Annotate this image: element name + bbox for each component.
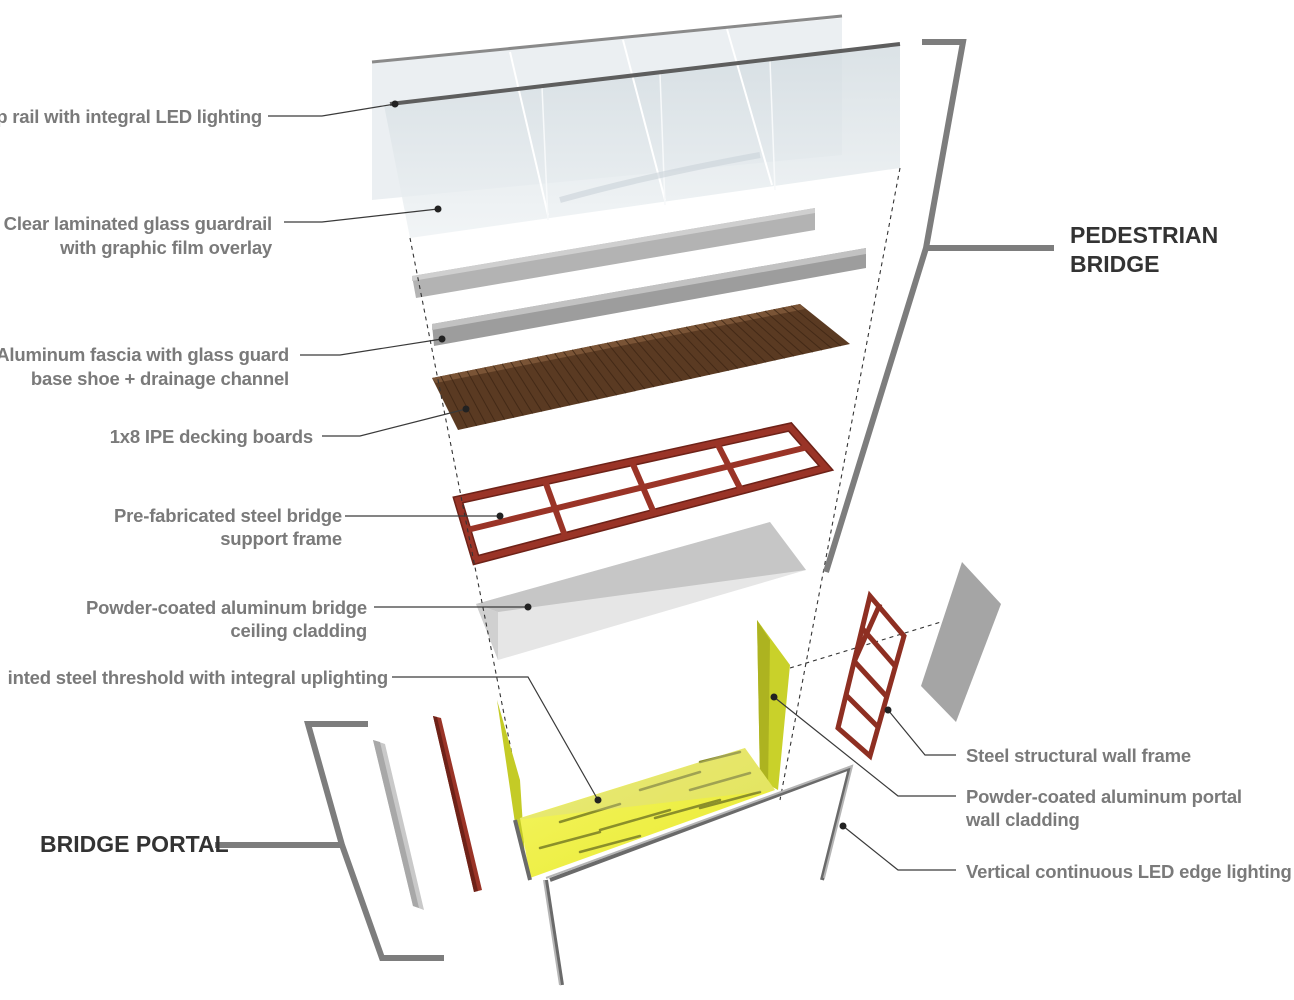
- label-portal-cladding-line2: wall cladding: [965, 809, 1080, 830]
- component-labels: p rail with integral LED lighting Clear …: [0, 106, 1292, 882]
- right-glass-panel: [921, 562, 1001, 722]
- label-ceiling-line1: Powder-coated aluminum bridge: [86, 597, 367, 618]
- portal-steel-frame: [513, 748, 853, 986]
- ipe-decking: [432, 304, 850, 430]
- group-labels: PEDESTRIAN BRIDGE BRIDGE PORTAL: [40, 222, 1218, 857]
- glass-guardrail: [372, 18, 900, 238]
- label-guardrail-line1: Clear laminated glass guardrail: [4, 213, 272, 234]
- label-threshold: inted steel threshold with integral upli…: [8, 667, 388, 688]
- label-led-edge: Vertical continuous LED edge lighting: [966, 861, 1292, 882]
- portal-steel-frame-light: [543, 764, 854, 986]
- label-wall-frame: Steel structural wall frame: [966, 745, 1191, 766]
- aluminum-fascia: [412, 208, 866, 346]
- label-fascia-line1: Aluminum fascia with glass guard: [0, 344, 289, 365]
- bridge-portal-bracket: [215, 721, 444, 961]
- group-label-pedestrian: PEDESTRIAN: [1070, 222, 1218, 248]
- label-decking: 1x8 IPE decking boards: [110, 426, 313, 447]
- group-label-bridge: BRIDGE: [1070, 251, 1159, 277]
- top-rail: [371, 14, 901, 106]
- label-top-rail: p rail with integral LED lighting: [0, 106, 262, 127]
- group-label-bridge-portal: BRIDGE PORTAL: [40, 831, 229, 857]
- label-frame-line1: Pre-fabricated steel bridge: [114, 505, 342, 526]
- steel-wall-frame: [835, 590, 907, 761]
- label-fascia-line2: base shoe + drainage channel: [31, 368, 289, 389]
- ceiling-cladding: [476, 522, 806, 660]
- explode-lines: [409, 167, 1001, 801]
- portal-left-steel: [433, 716, 482, 892]
- yellow-portal-cladding: [497, 620, 790, 878]
- label-frame-line2: support frame: [220, 528, 342, 549]
- label-guardrail-line2: with graphic film overlay: [59, 237, 273, 258]
- portal-left-glass: [373, 740, 424, 910]
- leader-lines: [268, 100, 956, 871]
- pedestrian-bridge-bracket: [823, 39, 1054, 573]
- label-ceiling-line2: ceiling cladding: [230, 620, 367, 641]
- label-portal-cladding-line1: Powder-coated aluminum portal: [966, 786, 1242, 807]
